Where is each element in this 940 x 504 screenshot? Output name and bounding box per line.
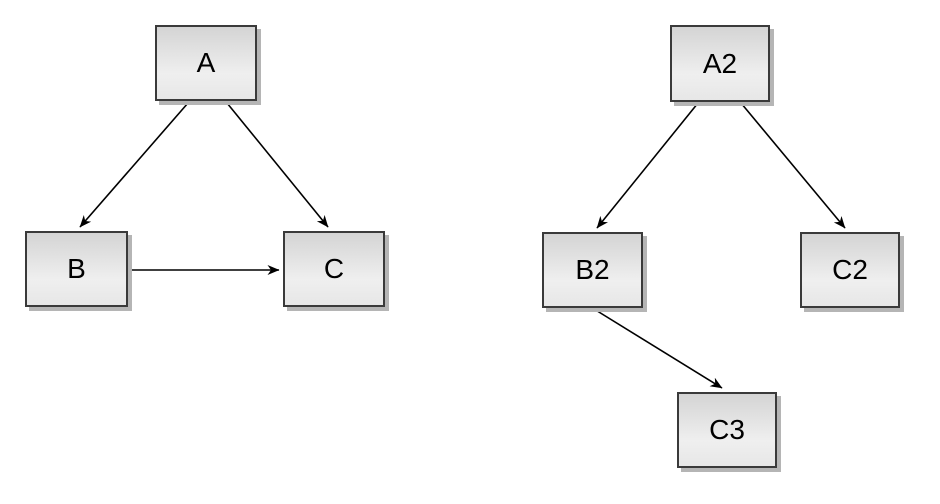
node-A2[interactable]: A2	[670, 25, 770, 102]
node-label: C3	[709, 414, 745, 445]
node-label: C2	[832, 254, 868, 285]
node-label: A	[196, 47, 216, 78]
node-C3[interactable]: C3	[677, 392, 777, 468]
edge-B2-C3[interactable]	[593, 308, 723, 389]
node-label: A2	[702, 47, 738, 79]
edge-A2-B2[interactable]	[596, 102, 699, 229]
node-label: B	[67, 253, 86, 284]
node-A[interactable]: A	[155, 25, 257, 101]
edge-A-C[interactable]	[226, 102, 329, 228]
node-label: C	[323, 253, 345, 284]
node-label: B2	[575, 254, 610, 285]
node-B[interactable]: B	[25, 231, 128, 307]
edge-A2-C2[interactable]	[740, 102, 846, 229]
edges-group	[79, 102, 846, 389]
node-C[interactable]: C	[283, 231, 385, 307]
node-B2[interactable]: B2	[542, 232, 643, 308]
edge-A-B[interactable]	[79, 102, 189, 228]
node-C2[interactable]: C2	[800, 232, 900, 308]
